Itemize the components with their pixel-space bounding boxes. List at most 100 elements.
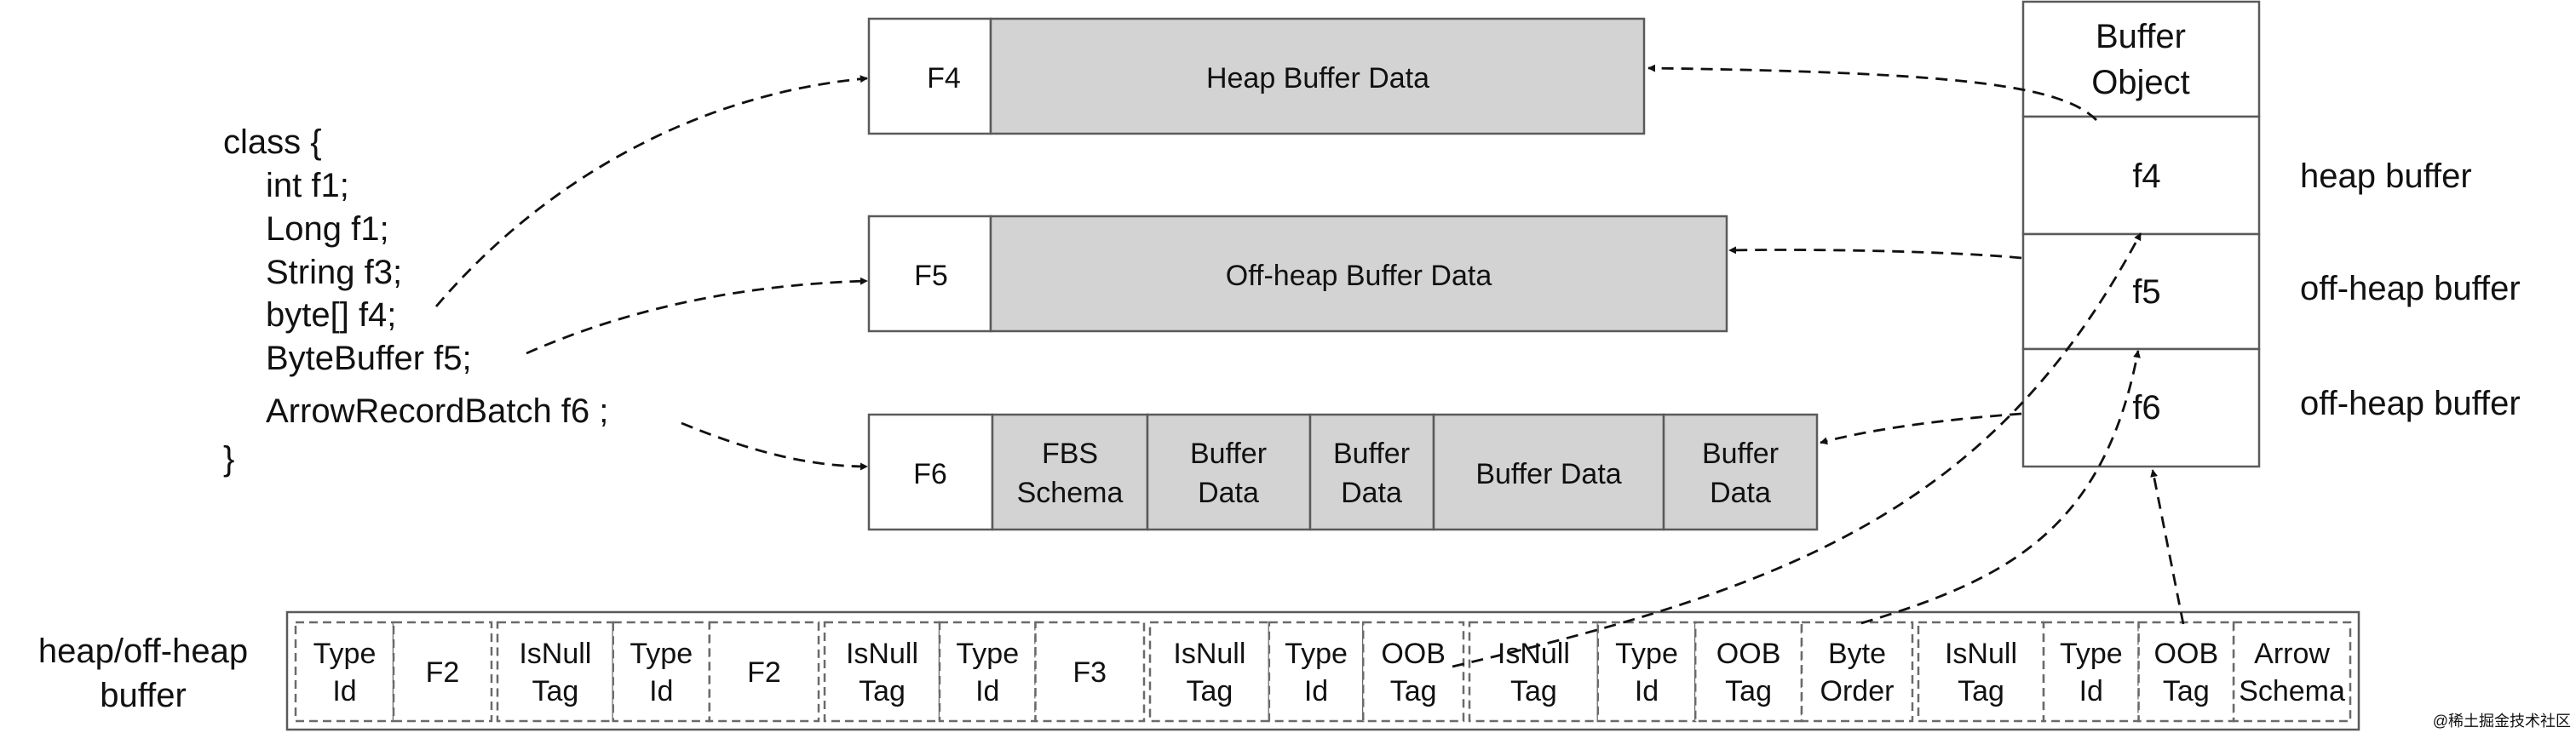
buffer-kind-label: heap buffer — [2300, 157, 2472, 195]
serialized-cell-text: OOB — [1716, 638, 1781, 670]
serialized-cell-text: IsNull — [1945, 638, 2017, 670]
f6-segment-text: FBS — [1042, 438, 1098, 470]
buffer-object: Buffer Object f4 f5 f6 heap buffer off-h… — [2021, 0, 2521, 468]
offheap-buffer-f6: F6 FBS Schema Buffer Data Buffer Data Bu… — [867, 413, 1819, 531]
serialized-cell-text: Byte — [1828, 638, 1886, 670]
buffer-object-field: f5 — [2132, 273, 2160, 311]
serialized-cell — [1034, 621, 1146, 723]
f4-tag-label: F4 — [927, 62, 961, 94]
buffer-object-row-f6 — [2021, 347, 2261, 468]
serialized-cell-text: Tag — [532, 675, 578, 707]
serialized-cell — [708, 621, 820, 723]
f6-segment-text: Schema — [1017, 477, 1124, 509]
field-line-long-f1: Long f1; — [266, 210, 389, 248]
buffer-object-row-f4 — [2021, 115, 2261, 236]
serialized-cell — [938, 621, 1037, 723]
f5-tag-label: F5 — [914, 260, 948, 292]
serialized-cell — [1268, 621, 1365, 723]
field-line-string-f3: String f3; — [266, 254, 402, 291]
arrow-f5-field-to-offheap-buffer — [526, 277, 868, 355]
serialized-cell-text: Type — [1615, 638, 1678, 670]
serialized-cell-text: OOB — [2154, 638, 2219, 670]
offheap-buffer-f5: F5 Off-heap Buffer Data — [867, 215, 1728, 333]
f6-segment-text: Data — [1341, 477, 1402, 509]
serialized-cell — [1361, 621, 1465, 723]
f6-segment-text: Data — [1198, 477, 1259, 509]
reference-arrows — [434, 64, 2185, 668]
buffer-kind-label: off-heap buffer — [2300, 270, 2521, 307]
serialized-cell — [294, 621, 395, 723]
serialized-groups: TypeIdF2IsNullTagTypeIdF2IsNullTagTypeId… — [294, 621, 2352, 723]
heap-buffer-f4: F4 Heap Buffer Data — [867, 17, 1646, 135]
field-line-arrowrecordbatch-f6: ArrowRecordBatch f6 ; — [266, 392, 608, 430]
serialized-cell-text: Type — [313, 638, 377, 670]
serialized-cell-text: F2 — [747, 656, 781, 689]
f5-data-label: Off-heap Buffer Data — [1226, 260, 1492, 292]
class-close-line: } — [223, 440, 234, 478]
serialized-cell-text: Tag — [2163, 675, 2210, 707]
serialized-cell-text: Id — [2079, 675, 2103, 707]
f6-segment-fbs-schema — [991, 413, 1149, 531]
serialized-cell-text: Id — [332, 675, 356, 707]
serialized-cell — [392, 621, 493, 723]
watermark: @稀土掘金技术社区 — [2433, 713, 2571, 730]
f6-segment-text: Buffer — [1333, 438, 1410, 470]
serialized-cell — [1800, 621, 1914, 723]
serialized-cell-text: Tag — [1958, 675, 2004, 707]
f6-segment-text: Buffer Data — [1475, 458, 1621, 490]
f6-segment-buffer-data — [1146, 413, 1312, 531]
serialized-cell-text: Id — [1635, 675, 1659, 707]
serialized-cell-text: Id — [975, 675, 999, 707]
serialized-cell-text: Type — [2060, 638, 2123, 670]
arrow-f4-field-to-heap-buffer — [434, 75, 868, 307]
field-line-bytebuffer-f5: ByteBuffer f5; — [266, 340, 472, 377]
f6-tag-box — [867, 413, 994, 531]
f6-segment-text: Buffer — [1702, 438, 1779, 470]
class-definition: class { int f1; Long f1; String f3; byte… — [223, 123, 608, 478]
serialized-cell-text: Id — [1304, 675, 1328, 707]
f6-segment-buffer-data — [1662, 413, 1819, 531]
buffer-object-field: f4 — [2132, 157, 2160, 195]
serialized-cell-text: Tag — [859, 675, 906, 707]
serialized-buffer-label: buffer — [100, 677, 187, 714]
buffer-object-title: Buffer — [2096, 18, 2186, 55]
serialized-cell — [823, 621, 941, 723]
arrow-f6-row-to-f6-buffer — [1820, 412, 2022, 445]
serialized-cell-text: Type — [956, 638, 1019, 670]
serialized-cell-text: IsNull — [1498, 638, 1570, 670]
serialized-cell-text: Order — [1820, 675, 1895, 707]
f6-segment-text: Buffer — [1190, 438, 1267, 470]
buffer-object-title: Object — [2091, 64, 2190, 101]
field-line-int-f1: int f1; — [266, 167, 349, 204]
serialized-cell-text: Tag — [1390, 675, 1437, 707]
serialized-cell-text: OOB — [1381, 638, 1446, 670]
serialized-cell — [496, 621, 614, 723]
serialized-cell-text: Arrow — [2254, 638, 2330, 670]
f4-tag-box — [867, 17, 992, 135]
buffer-object-field: f6 — [2132, 389, 2160, 427]
f5-data-box — [989, 215, 1728, 333]
serialized-buffer-label: heap/off-heap — [38, 633, 248, 670]
serialized-cell-text: Tag — [1510, 675, 1557, 707]
serialized-cell-text: Tag — [1187, 675, 1233, 707]
f4-data-label: Heap Buffer Data — [1206, 62, 1429, 94]
serialized-cell-text: Type — [1285, 638, 1348, 670]
serialized-cell-text: IsNull — [846, 638, 918, 670]
arrow-oob-tag-to-buffer-object — [2150, 469, 2185, 625]
serialized-cell — [2042, 621, 2140, 723]
serialized-cell-text: Id — [649, 675, 673, 707]
arrow-f6-field-to-f6-buffer — [681, 421, 868, 471]
serialized-cell-text: Schema — [2239, 675, 2345, 707]
serialized-cell — [1596, 621, 1697, 723]
serialized-cell — [1148, 621, 1271, 723]
arrow-buffer-object-to-heap-buffer — [1647, 64, 2097, 121]
buffer-kind-label: off-heap buffer — [2300, 385, 2521, 422]
field-line-byte-f4: byte[] f4; — [266, 296, 396, 334]
